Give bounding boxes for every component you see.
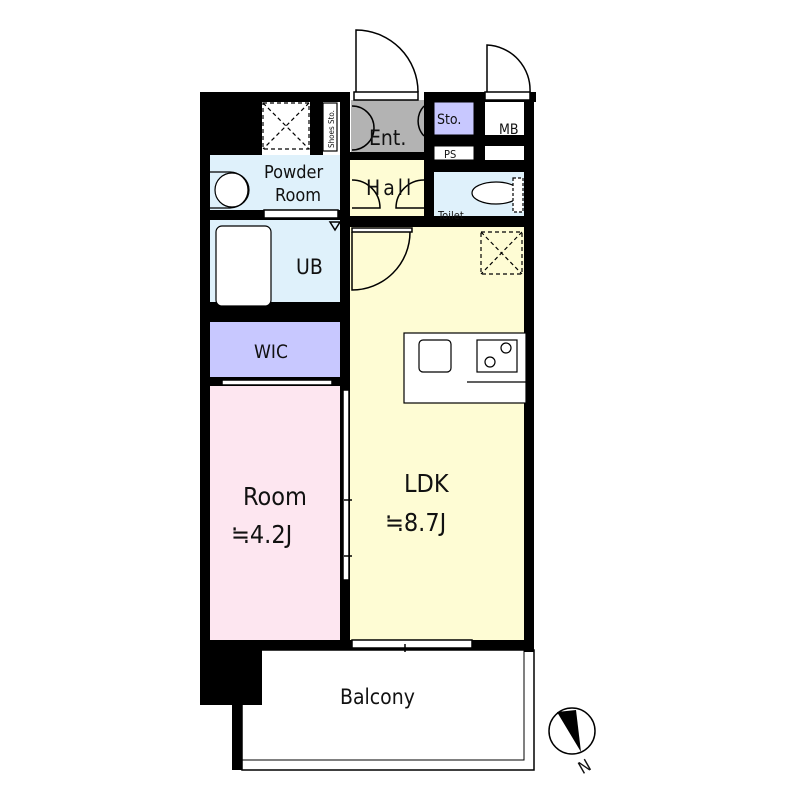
toilet-label: Toilet: [437, 209, 464, 222]
powder-room-label-2: Room: [275, 185, 321, 206]
meter-box-label: MB: [499, 122, 519, 138]
storage-label: Sto.: [437, 112, 461, 128]
north-label: N: [575, 756, 595, 779]
hall-label: Hall: [366, 176, 414, 200]
balcony-area: [241, 649, 535, 771]
powder-room-label-1: Powder: [264, 162, 324, 183]
compass-icon: N: [548, 707, 596, 779]
ldk-area: [350, 225, 526, 642]
hall-area: [350, 160, 426, 225]
wic-label: WIC: [254, 341, 288, 363]
wic-area: [210, 322, 340, 378]
shoes-storage-label: Shoes Sto.: [327, 110, 336, 148]
pipe-space-label: PS: [444, 148, 456, 161]
room-size: ≒4.2J: [231, 520, 292, 549]
ldk-label: LDK: [404, 469, 450, 498]
door-swings: [328, 29, 531, 652]
unit-bath-label: UB: [296, 255, 323, 279]
balcony-label: Balcony: [340, 685, 415, 709]
room-label: Room: [243, 482, 307, 511]
ldk-size: ≒8.7J: [385, 508, 446, 537]
room-area: [210, 386, 340, 640]
fixtures: [210, 102, 527, 404]
entrance-label: Ent.: [369, 126, 406, 150]
